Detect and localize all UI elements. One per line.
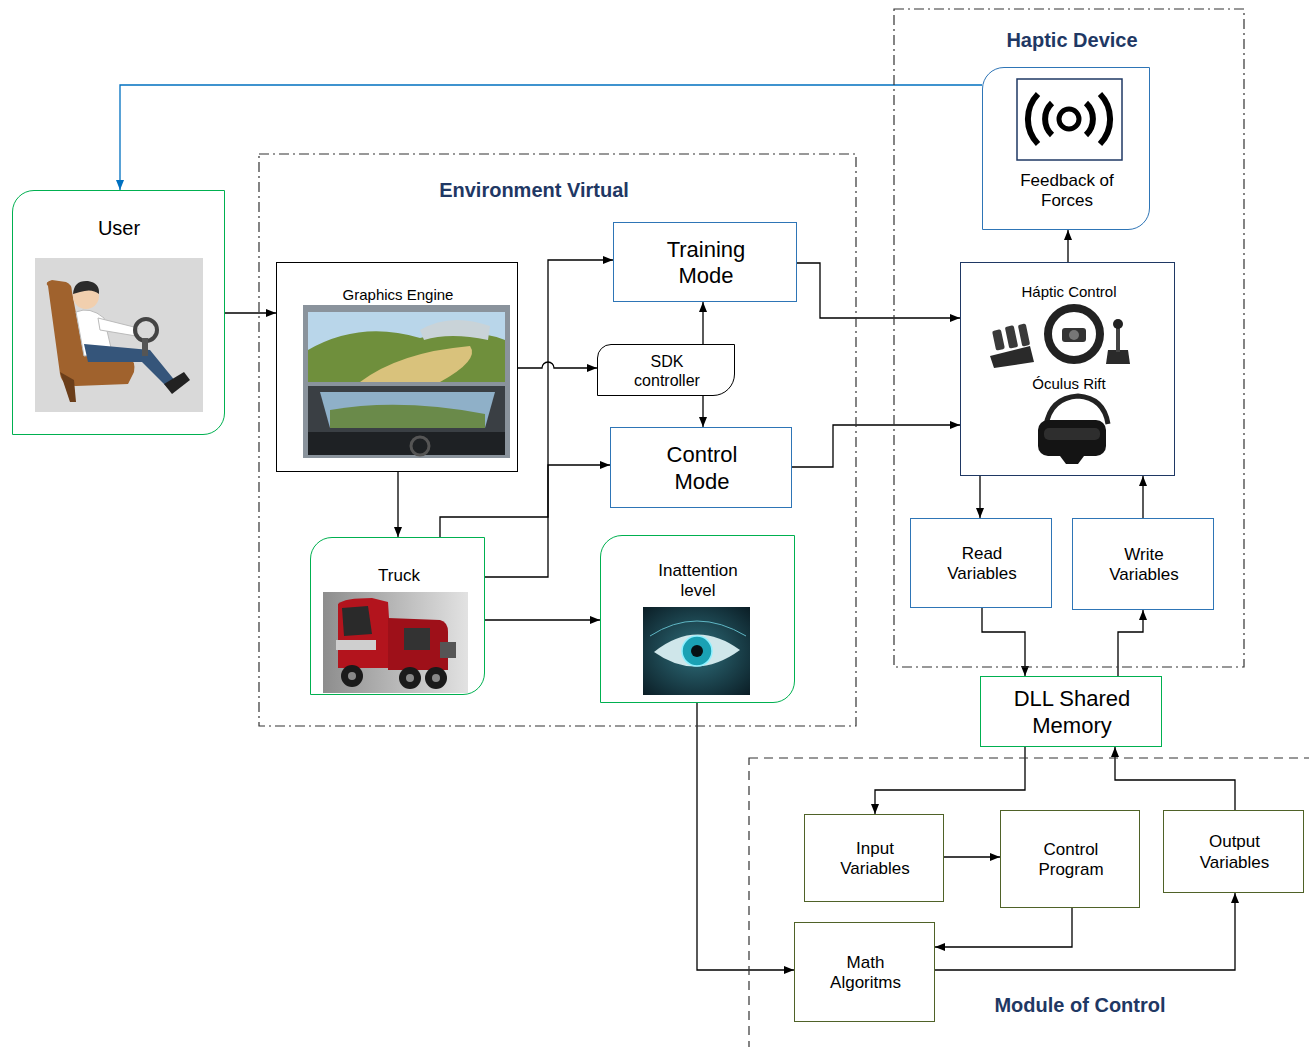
- controller-box: SDK controller: [597, 344, 735, 396]
- connector-arrow: [225, 312, 276, 313]
- connector-arrow: [485, 619, 600, 620]
- connector-arrow: [485, 465, 610, 577]
- process-box: Write Variables: [1072, 518, 1214, 610]
- node-label: Output Variables: [1185, 832, 1285, 873]
- memory-box: DLL Shared Memory: [980, 676, 1162, 747]
- region-title: Haptic Device: [912, 28, 1232, 52]
- user-illustration: [35, 258, 203, 412]
- region-group: Module of Control Input Variables Control …: [748, 757, 1309, 1047]
- node-label: SDK controller: [617, 352, 717, 390]
- process-box: Control Program: [1000, 810, 1140, 908]
- node-label: Read Variables: [932, 544, 1032, 585]
- connector-arrow: [1118, 610, 1143, 676]
- region-border: [259, 154, 856, 726]
- connector-arrow: [440, 260, 613, 537]
- actor-box: User: [12, 190, 225, 435]
- process-box: Graphics Engine: [276, 262, 518, 472]
- connector-arrow: [979, 476, 980, 518]
- region-group: Environment VirtualTraining ModeGraphics…: [258, 153, 857, 727]
- connector-arrow: [982, 608, 1025, 676]
- node-label: Feedback of Forces: [1007, 171, 1127, 212]
- connector-arrow: [935, 908, 1072, 947]
- connector-arrow: [702, 302, 703, 344]
- node-label: DLL Shared Memory: [1002, 686, 1142, 739]
- node-label: Control Program: [1021, 840, 1121, 881]
- region-title: Environment Virtual: [374, 178, 694, 202]
- process-box: Output Variables: [1163, 810, 1304, 893]
- node-label: Háptic Control: [969, 283, 1169, 301]
- connector-arrow: [1115, 747, 1235, 810]
- region-border: [749, 758, 1309, 1047]
- region-title: Module of Control: [920, 993, 1240, 1017]
- node-label: Write Variables: [1094, 545, 1194, 586]
- connector-arrow: [944, 856, 1000, 857]
- node-label: Input Variables: [825, 839, 925, 880]
- node-label: Graphics Engine: [288, 286, 508, 304]
- object-box: Inattention level: [600, 535, 795, 703]
- process-box: Math Algoritms: [794, 922, 935, 1022]
- region-border: [894, 9, 1244, 667]
- game-screenshot: [303, 305, 510, 458]
- node-label: Control Mode: [647, 442, 757, 495]
- region-group: Haptic DeviceFeedback of ForcesHáptic Co…: [893, 8, 1245, 668]
- connector-arrow: [792, 425, 960, 467]
- vr-headset-picture: [1038, 396, 1108, 464]
- connector-arrow: [797, 263, 960, 318]
- connector-arrow: [1142, 476, 1143, 518]
- connector-arrow: [120, 85, 982, 190]
- object-box: Truck: [310, 537, 485, 695]
- steering-wheel-picture: [990, 308, 1130, 368]
- output-box: Feedback of Forces: [982, 67, 1150, 230]
- connector-arrow: [702, 396, 703, 427]
- connector-arrow: [1067, 230, 1068, 262]
- node-label: User: [44, 216, 194, 240]
- vibration-icon: [1017, 79, 1122, 160]
- connector-arrow: [875, 747, 1025, 814]
- truck-picture: [323, 592, 468, 693]
- node-label: Math Algoritms: [821, 953, 911, 994]
- connector-arrow: [697, 703, 794, 970]
- process-box: Training Mode: [613, 222, 797, 302]
- device-box: Háptic ControlÓculus Rift: [960, 262, 1175, 476]
- connector-arrow: [397, 472, 398, 537]
- node-label: Inattention level: [643, 561, 753, 602]
- region-outline: [258, 153, 857, 727]
- eye-picture: [643, 607, 750, 695]
- node-label: Truck: [324, 566, 474, 586]
- node-label: Training Mode: [651, 237, 761, 290]
- node-label: Óculus Rift: [969, 375, 1169, 393]
- connector-arrow: [935, 893, 1235, 970]
- process-box: Read Variables: [910, 518, 1052, 608]
- process-box: Control Mode: [610, 427, 792, 508]
- process-box: Input Variables: [804, 814, 944, 902]
- connector-arrow: [518, 362, 597, 368]
- region-outline: [893, 8, 1245, 668]
